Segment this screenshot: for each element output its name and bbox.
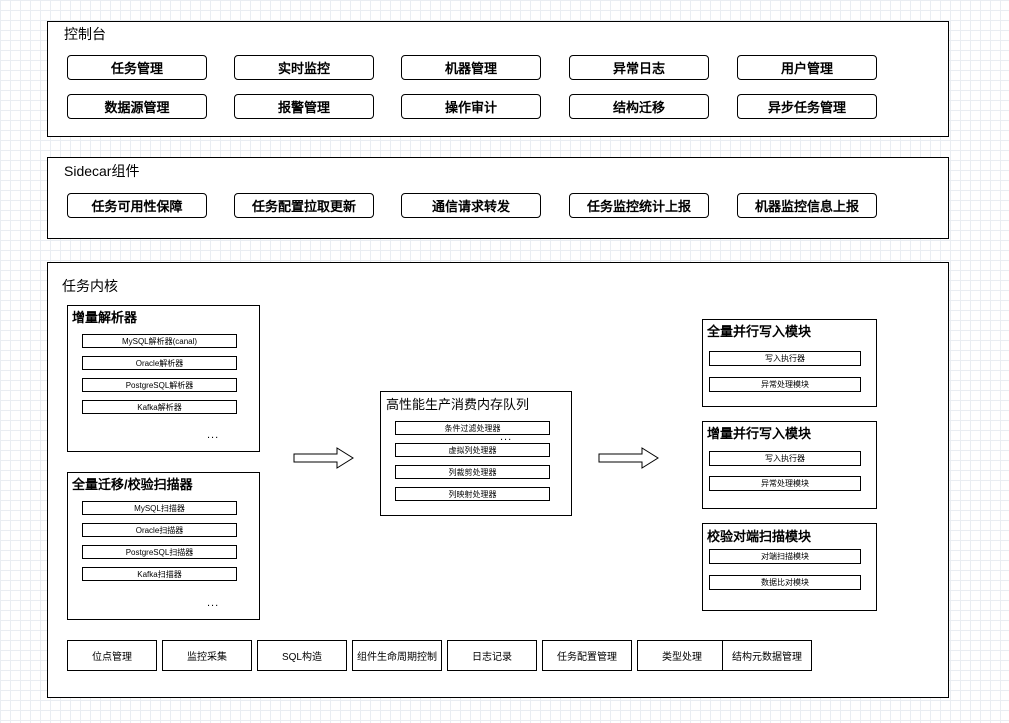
sidecar-task-report-button[interactable]: 任务监控统计上报 <box>569 193 709 218</box>
console-async-task-mgmt-button[interactable]: 异步任务管理 <box>737 94 877 119</box>
incremental-writer-item: 写入执行器 <box>709 451 861 466</box>
parser-item: Kafka解析器 <box>82 400 237 414</box>
console-user-mgmt-button[interactable]: 用户管理 <box>737 55 877 80</box>
incremental-writer-title: 增量并行写入模块 <box>707 426 812 441</box>
console-task-mgmt-button[interactable]: 任务管理 <box>67 55 207 80</box>
sidecar-machine-report-button[interactable]: 机器监控信息上报 <box>737 193 877 218</box>
console-title: 控制台 <box>64 26 106 42</box>
scanner-ellipsis: ... <box>207 597 220 609</box>
verify-scanner-item: 数据比对模块 <box>709 575 861 590</box>
console-alarm-mgmt-button[interactable]: 报警管理 <box>234 94 374 119</box>
full-writer-item: 写入执行器 <box>709 351 861 366</box>
parser-ellipsis: ... <box>207 429 220 441</box>
module-schema-metadata: 结构元数据管理 <box>722 640 812 671</box>
console-realtime-monitor-button[interactable]: 实时监控 <box>234 55 374 80</box>
module-lifecycle-control: 组件生命周期控制 <box>352 640 442 671</box>
incremental-parser-title: 增量解析器 <box>72 310 138 325</box>
sidecar-request-forward-button[interactable]: 通信请求转发 <box>401 193 541 218</box>
incremental-writer-item: 异常处理模块 <box>709 476 861 491</box>
console-operation-audit-button[interactable]: 操作审计 <box>401 94 541 119</box>
module-position-mgmt: 位点管理 <box>67 640 157 671</box>
left-arrow-icon <box>293 447 354 469</box>
full-writer-item: 异常处理模块 <box>709 377 861 392</box>
kernel-title: 任务内核 <box>62 278 118 294</box>
console-error-log-button[interactable]: 异常日志 <box>569 55 709 80</box>
module-type-handling: 类型处理 <box>637 640 727 671</box>
verify-scanner-box <box>702 523 877 611</box>
console-datasource-mgmt-button[interactable]: 数据源管理 <box>67 94 207 119</box>
module-task-config: 任务配置管理 <box>542 640 632 671</box>
verify-scanner-item: 对端扫描模块 <box>709 549 861 564</box>
scanner-item: MySQL扫描器 <box>82 501 237 515</box>
full-scanner-title: 全量迁移/校验扫描器 <box>72 477 193 492</box>
sidecar-availability-button[interactable]: 任务可用性保障 <box>67 193 207 218</box>
module-monitor-collect: 监控采集 <box>162 640 252 671</box>
sidecar-config-pull-button[interactable]: 任务配置拉取更新 <box>234 193 374 218</box>
full-writer-title: 全量并行写入模块 <box>707 324 812 339</box>
parser-item: MySQL解析器(canal) <box>82 334 237 348</box>
verify-scanner-title: 校验对端扫描模块 <box>707 529 812 544</box>
parser-item: PostgreSQL解析器 <box>82 378 237 392</box>
queue-item: 列裁剪处理器 <box>395 465 550 479</box>
module-sql-build: SQL构造 <box>257 640 347 671</box>
right-arrow-icon <box>598 447 659 469</box>
console-schema-migration-button[interactable]: 结构迁移 <box>569 94 709 119</box>
scanner-item: Kafka扫描器 <box>82 567 237 581</box>
queue-item: 条件过滤处理器 <box>395 421 550 435</box>
module-logging: 日志记录 <box>447 640 537 671</box>
queue-ellipsis: ... <box>500 431 513 443</box>
parser-item: Oracle解析器 <box>82 356 237 370</box>
queue-item: 虚拟列处理器 <box>395 443 550 457</box>
scanner-item: PostgreSQL扫描器 <box>82 545 237 559</box>
sidecar-title: Sidecar组件 <box>64 163 140 179</box>
memory-queue-title: 高性能生产消费内存队列 <box>386 397 530 412</box>
scanner-item: Oracle扫描器 <box>82 523 237 537</box>
queue-item: 列映射处理器 <box>395 487 550 501</box>
console-machine-mgmt-button[interactable]: 机器管理 <box>401 55 541 80</box>
